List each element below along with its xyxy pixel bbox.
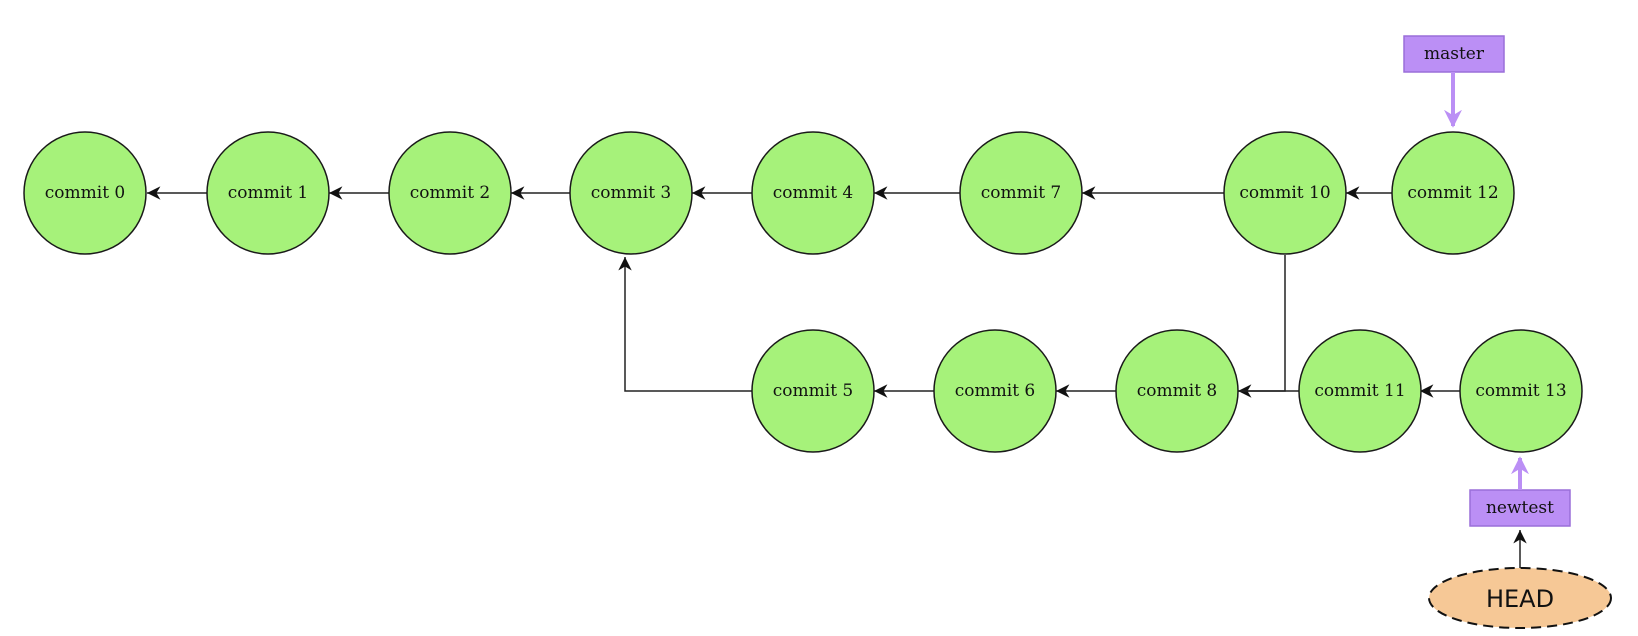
commit-label: commit 6 xyxy=(955,381,1035,401)
commit-label: commit 13 xyxy=(1475,381,1566,401)
commit-label: commit 8 xyxy=(1137,381,1217,401)
branch-label-newtest[interactable]: newtest xyxy=(1469,489,1571,527)
head-ref[interactable]: HEAD xyxy=(1428,567,1612,629)
commit-node-c8[interactable]: commit 8 xyxy=(1115,329,1239,453)
commit-label: commit 3 xyxy=(591,183,671,203)
commit-node-c0[interactable]: commit 0 xyxy=(23,131,147,255)
branch-label-master[interactable]: master xyxy=(1403,35,1505,73)
commit-node-c7[interactable]: commit 7 xyxy=(959,131,1083,255)
head-label: HEAD xyxy=(1486,585,1554,613)
commit-node-c10[interactable]: commit 10 xyxy=(1223,131,1347,255)
commit-node-c6[interactable]: commit 6 xyxy=(933,329,1057,453)
commit-node-c13[interactable]: commit 13 xyxy=(1459,329,1583,453)
commit-node-c2[interactable]: commit 2 xyxy=(388,131,512,255)
branch-name: newtest xyxy=(1486,498,1554,518)
commit-label: commit 12 xyxy=(1407,183,1498,203)
commit-node-c1[interactable]: commit 1 xyxy=(206,131,330,255)
parent-edges xyxy=(147,186,1460,398)
commit-label: commit 0 xyxy=(45,183,125,203)
commit-label: commit 1 xyxy=(228,183,308,203)
edge-c10-to-c8 xyxy=(1238,255,1286,398)
commit-label: commit 5 xyxy=(773,381,853,401)
branch-name: master xyxy=(1424,44,1485,64)
commit-label: commit 2 xyxy=(410,183,490,203)
commit-nodes: commit 0 commit 1 commit 2 commit 3 comm… xyxy=(23,131,1583,453)
commit-node-c12[interactable]: commit 12 xyxy=(1391,131,1515,255)
edge-c5-to-c3 xyxy=(618,257,752,392)
commit-label: commit 7 xyxy=(981,183,1061,203)
commit-label: commit 10 xyxy=(1239,183,1330,203)
commit-node-c3[interactable]: commit 3 xyxy=(569,131,693,255)
commit-node-c4[interactable]: commit 4 xyxy=(751,131,875,255)
commit-node-c5[interactable]: commit 5 xyxy=(751,329,875,453)
commit-label: commit 4 xyxy=(773,183,853,203)
commit-node-c11[interactable]: commit 11 xyxy=(1298,329,1422,453)
commit-label: commit 11 xyxy=(1314,381,1405,401)
